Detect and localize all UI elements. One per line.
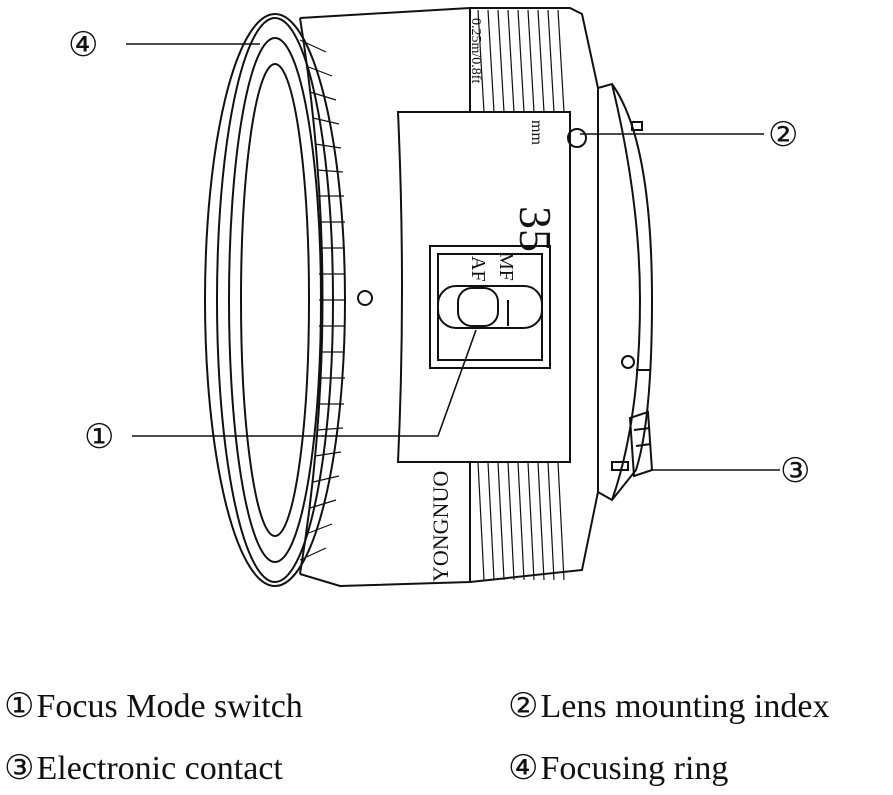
legend-item-lens-mounting-index: ② Lens mounting index bbox=[508, 690, 829, 724]
focusing-ring bbox=[204, 13, 373, 587]
focal-unit-text: mm bbox=[528, 120, 545, 145]
legend-item-focus-mode-switch: ① Focus Mode switch bbox=[4, 690, 303, 724]
leader-lines bbox=[126, 43, 780, 471]
legend-item-focusing-ring: ④ Focusing ring bbox=[508, 752, 728, 786]
callout-4-marker: ④ bbox=[68, 27, 98, 64]
legend-number: ① bbox=[4, 688, 35, 725]
legend-label: Electronic contact bbox=[36, 750, 283, 787]
lens-barrel bbox=[299, 7, 599, 588]
callout-1-marker: ① bbox=[84, 419, 114, 456]
mount-index-dot bbox=[567, 128, 587, 148]
focus-mode-switch bbox=[429, 245, 551, 369]
min-focus-text: 0.25m/0.8ft bbox=[468, 18, 483, 83]
callout-2-marker: ② bbox=[768, 117, 798, 154]
rear-mount bbox=[597, 82, 654, 502]
legend-label: Focus Mode switch bbox=[36, 688, 303, 725]
legend-label: Focusing ring bbox=[540, 750, 729, 787]
legend-number: ④ bbox=[508, 750, 539, 787]
legend-label: Lens mounting index bbox=[540, 688, 830, 725]
electronic-contact bbox=[628, 410, 654, 478]
label-plate bbox=[396, 111, 635, 463]
switch-mf-label: MF bbox=[495, 252, 517, 281]
legend-item-electronic-contact: ③ Electronic contact bbox=[4, 752, 283, 786]
legend-number: ③ bbox=[4, 750, 35, 787]
callout-3-marker: ③ bbox=[780, 453, 810, 490]
brand-text: YONGNUO bbox=[428, 471, 453, 582]
switch-af-label: AF bbox=[467, 256, 489, 282]
focal-length-text: 35 bbox=[510, 206, 561, 252]
legend-number: ② bbox=[508, 688, 539, 725]
